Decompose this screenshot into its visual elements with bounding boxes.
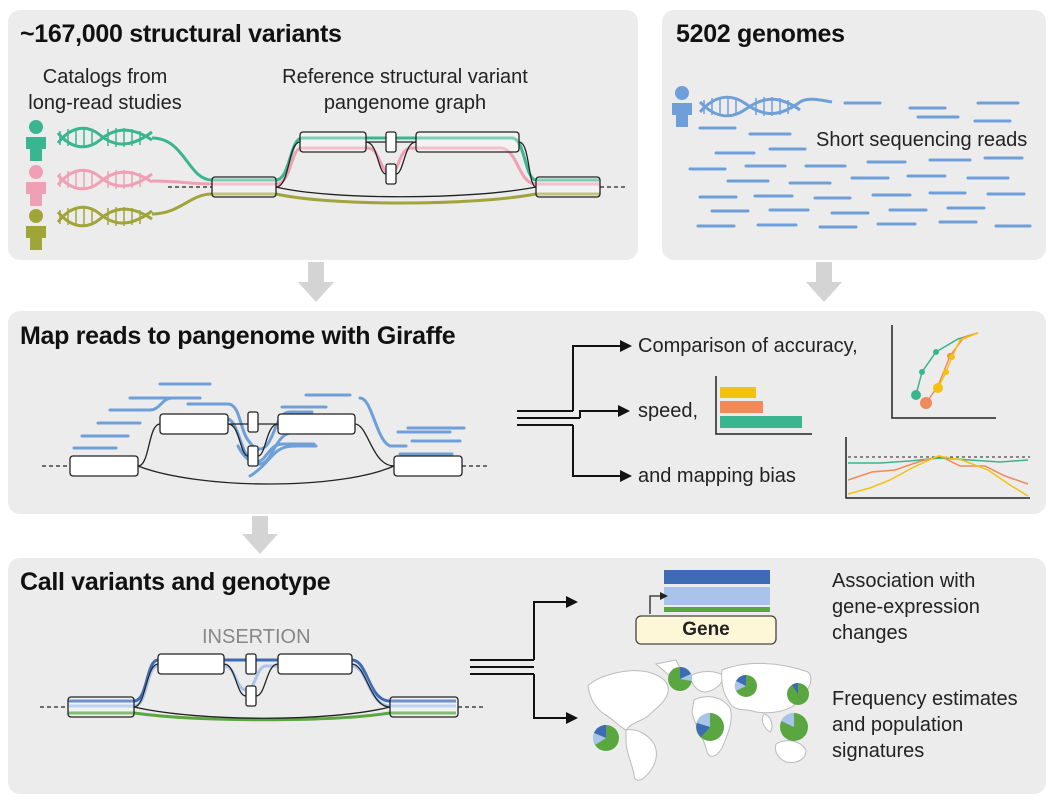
association-label-line-1: Association with — [832, 570, 976, 592]
graph-label-line-2: pangenome graph — [323, 92, 487, 114]
arrowheads-c — [618, 340, 632, 482]
pie-chart-africa — [696, 713, 724, 741]
frequency-label-line-1: Frequency estimates — [832, 688, 1018, 710]
association-label-line-3: changes — [832, 622, 908, 644]
association-label-line-2: gene-expression — [832, 596, 980, 618]
flow-arrow-a-to-c — [298, 262, 334, 302]
dna-helix-teal — [56, 126, 153, 149]
pie-chart-asia — [787, 683, 809, 705]
mapping-bias-label: and mapping bias — [638, 465, 796, 487]
catalogs-label-line-2: long-read studies — [28, 92, 182, 114]
person-icon-teal — [26, 120, 46, 161]
pie-chart-europe — [734, 674, 757, 697]
pangenome-graph — [168, 131, 628, 198]
haplotype-path-teal — [151, 136, 600, 182]
pie-chart-central-america — [592, 725, 619, 751]
pangenome-graph-genotype — [40, 653, 486, 719]
pangenome-graph-mapping — [42, 411, 488, 485]
short-reads-label: Short sequencing reads — [816, 129, 1028, 151]
aligned-reads — [72, 382, 466, 478]
gene-label: Gene — [682, 619, 730, 640]
panel-b-title: 5202 genomes — [676, 20, 845, 48]
haplotype-path-olive — [151, 192, 600, 216]
pie-chart-north-america — [668, 666, 693, 691]
graph-label: Reference structural variant pangenome g… — [270, 64, 540, 116]
panel-d-title: Call variants and genotype — [20, 568, 331, 596]
bias-mini-chart — [845, 437, 1030, 499]
frequency-label-line-3: signatures — [832, 740, 925, 762]
catalogs-label-line-1: Catalogs from — [42, 66, 168, 88]
panel-map-reads — [8, 311, 1046, 514]
graph-label-line-1: Reference structural variant — [282, 66, 528, 88]
panel-a-title: ~167,000 structural variants — [20, 20, 342, 48]
person-icon-blue — [672, 86, 692, 127]
gene-expression-graphic — [635, 570, 777, 645]
catalogs-label: Catalogs from long-read studies — [10, 64, 200, 116]
panel-call-variants — [8, 558, 1046, 794]
arrowheads-d — [566, 596, 578, 724]
comparison-label: Comparison of accuracy, — [638, 335, 858, 357]
pie-chart-oceania — [780, 712, 808, 741]
frequency-label: Frequency estimates and population signa… — [832, 686, 1018, 764]
flow-arrow-c-to-d — [242, 516, 278, 554]
dna-helix-olive — [56, 205, 153, 228]
speed-mini-bar-chart — [715, 376, 812, 435]
branch-arrows-genotype — [470, 601, 568, 719]
population-pie-charts — [592, 666, 809, 751]
panel-genomes — [662, 10, 1046, 260]
speed-label: speed, — [638, 400, 699, 422]
dna-helix-blue — [698, 95, 833, 118]
association-label: Association with gene-expression changes — [832, 568, 980, 646]
person-icon-olive — [26, 209, 46, 250]
panel-structural-variants — [8, 10, 638, 260]
accuracy-mini-chart — [891, 325, 996, 419]
dna-helix-pink — [56, 168, 153, 191]
person-icon-pink — [26, 165, 46, 206]
branch-arrows-comparison — [517, 345, 624, 477]
insertion-label: INSERTION — [202, 626, 311, 648]
frequency-label-line-2: and population — [832, 714, 964, 736]
short-reads-scatter — [688, 101, 1032, 229]
flow-arrow-b-to-c — [806, 262, 842, 302]
panel-c-title: Map reads to pangenome with Giraffe — [20, 322, 456, 350]
